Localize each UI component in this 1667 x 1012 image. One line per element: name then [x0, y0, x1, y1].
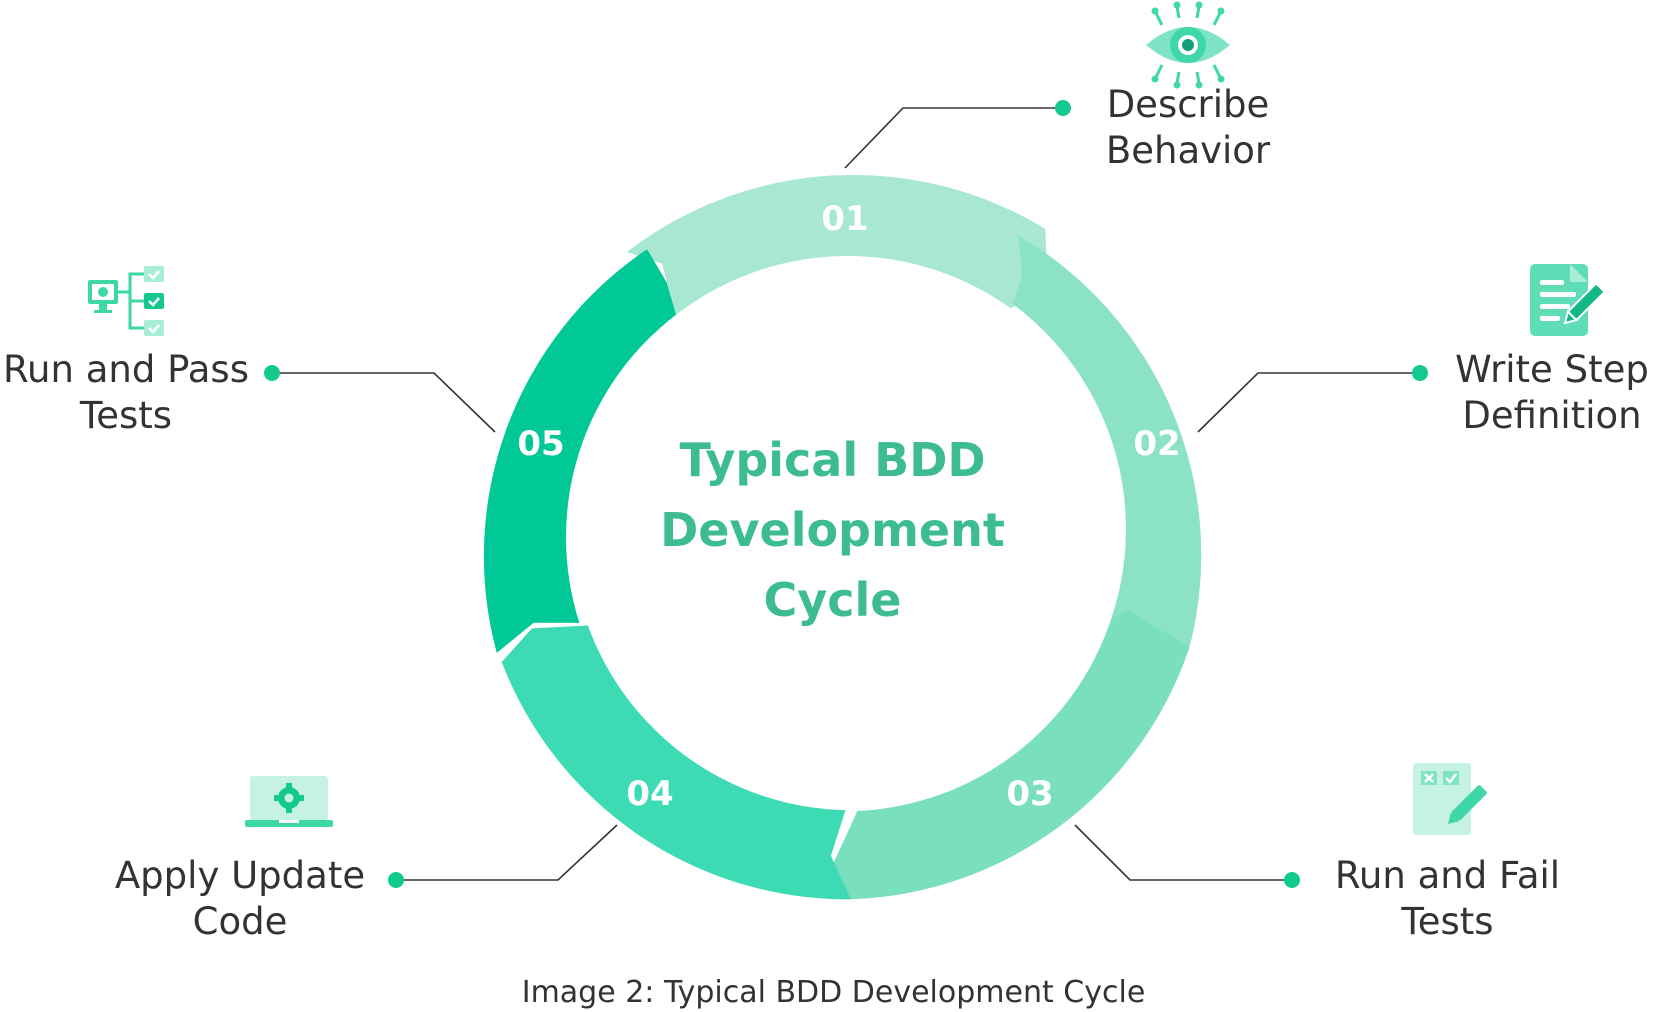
center-title-line-3: Cycle [763, 573, 902, 627]
document-pencil-icon [1530, 264, 1605, 336]
connector-01 [844, 100, 1071, 169]
cycle-segment-02 [1012, 235, 1202, 658]
laptop-gear-icon [245, 776, 333, 827]
segment-number-04: 04 [626, 774, 673, 814]
eye-icon [1146, 1, 1230, 89]
step-label-05: Run and Pass Tests [3, 348, 249, 437]
cycle-segment-03 [832, 610, 1190, 900]
cycle-segment-01 [626, 174, 1048, 315]
cycle-segment-05 [483, 249, 677, 653]
segment-number-02: 02 [1133, 424, 1180, 464]
center-title-line-1: Typical BDD [679, 433, 986, 487]
center-title: Typical BDD Development Cycle [640, 425, 1025, 635]
flowchart-checks-icon [88, 266, 164, 336]
connector-03 [1074, 824, 1300, 888]
step-label-04: Apply Update Code [114, 854, 366, 943]
center-title-line-2: Development [660, 503, 1005, 557]
step-label-01: Describe Behavior [1105, 83, 1271, 172]
step-label-03: Run and Fail Tests [1334, 854, 1561, 943]
cycle-segment-04 [501, 625, 851, 900]
step-label-02: Write Step Definition [1455, 348, 1649, 437]
connector-05 [264, 365, 496, 433]
segment-number-05: 05 [517, 424, 564, 464]
image-caption: Image 2: Typical BDD Development Cycle [521, 975, 1146, 1010]
checklist-pencil-icon [1413, 763, 1487, 835]
segment-number-03: 03 [1006, 774, 1053, 814]
connector-02 [1197, 365, 1428, 433]
segment-number-01: 01 [821, 199, 868, 239]
connector-04 [388, 824, 618, 888]
